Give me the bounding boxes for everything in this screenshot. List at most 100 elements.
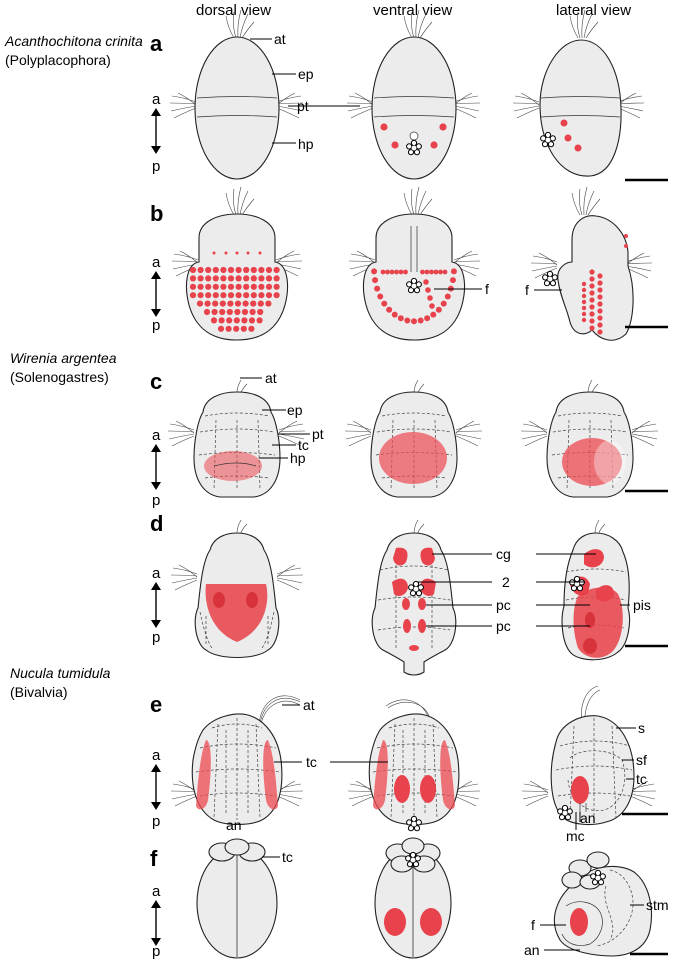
marker-dot xyxy=(377,293,384,300)
marker-dot xyxy=(589,311,595,317)
svg-text:a: a xyxy=(152,427,161,444)
svg-text:p: p xyxy=(152,629,160,646)
marker-dot xyxy=(589,325,595,331)
marker-dot xyxy=(589,269,595,275)
marker-dot xyxy=(243,266,250,274)
marker-dot xyxy=(257,300,264,307)
marker-dot xyxy=(597,329,603,335)
marker-dot xyxy=(250,266,257,274)
marker-dot xyxy=(197,283,204,290)
species-group-3: (Bivalvia) xyxy=(10,684,68,700)
marker-dot xyxy=(248,317,256,324)
marker-dot xyxy=(243,275,250,282)
larva-b-dorsal-dots xyxy=(189,251,280,332)
label-d-pis: pis xyxy=(633,597,651,613)
marker-dot xyxy=(273,275,280,282)
marker-dot xyxy=(227,283,235,290)
label-f-stm: stm xyxy=(646,897,669,913)
label-e-an2: an xyxy=(580,810,596,826)
larva-a-lateral xyxy=(512,9,645,177)
marker-dot xyxy=(210,317,218,324)
marker-dot xyxy=(196,300,204,307)
panel-letter-a: a xyxy=(150,31,163,56)
larva-d-ventral xyxy=(371,519,457,676)
label-c-hp: hp xyxy=(290,450,306,466)
marker-dot xyxy=(212,283,219,290)
marker-dot xyxy=(258,275,265,282)
marker-dot xyxy=(423,279,429,285)
svg-text:a: a xyxy=(152,883,161,900)
label-b-f: f xyxy=(485,281,489,297)
species-name-2: Wirenia argentea xyxy=(10,350,117,366)
marker-dot xyxy=(189,283,197,290)
label-a-hp: hp xyxy=(298,136,314,152)
marker-dot xyxy=(265,275,273,282)
marker-dot xyxy=(581,293,587,299)
larva-b-lateral-dots xyxy=(581,234,628,335)
marker-dot xyxy=(225,325,232,332)
svg-text:p: p xyxy=(152,317,160,334)
label-a-ep: ep xyxy=(298,66,314,82)
marker-dot xyxy=(589,318,595,324)
marker-dot xyxy=(212,275,219,282)
marker-dot xyxy=(233,325,240,332)
svg-text:a: a xyxy=(152,565,161,582)
marker-dot xyxy=(246,251,250,255)
marker-dot xyxy=(430,311,437,318)
larva-f-dorsal xyxy=(196,838,278,959)
marker-dot xyxy=(243,292,250,299)
label-e-mc: mc xyxy=(566,828,585,844)
panel-letter-b: b xyxy=(150,201,163,226)
marker-dot xyxy=(624,234,628,238)
marker-dot xyxy=(235,251,239,255)
marker-dot xyxy=(597,308,603,314)
marker-dot xyxy=(440,300,447,307)
label-a-at: at xyxy=(274,31,286,47)
marker-dot xyxy=(581,287,587,293)
marker-dot xyxy=(204,300,211,307)
marker-dot xyxy=(424,315,431,322)
species-group-2: (Solenogastres) xyxy=(10,369,109,385)
marker-dot xyxy=(219,300,226,307)
marker-dot xyxy=(449,277,456,284)
marker-dot xyxy=(250,292,257,299)
marker-dot xyxy=(386,306,393,313)
marker-dot xyxy=(442,269,448,275)
marker-dot xyxy=(265,266,273,274)
marker-dot xyxy=(597,315,603,321)
marker-dot xyxy=(417,317,424,324)
label-d-2: 2 xyxy=(502,574,510,590)
marker-dot xyxy=(212,292,219,299)
larva-f-lateral xyxy=(553,851,652,957)
larva-f-ventral xyxy=(374,837,452,959)
label-f-tc: tc xyxy=(282,849,293,865)
marker-dot xyxy=(220,283,227,290)
marker-dot xyxy=(220,266,227,274)
marker-dot xyxy=(234,308,241,316)
marker-dot xyxy=(589,283,595,289)
marker-dot xyxy=(241,317,248,324)
marker-dot xyxy=(242,300,249,307)
larva-a-dorsal xyxy=(169,9,304,180)
header-dorsal: dorsal view xyxy=(196,2,271,19)
svg-text:p: p xyxy=(152,492,160,509)
label-f-f: f xyxy=(531,917,535,933)
larva-b-dorsal xyxy=(171,186,303,341)
marker-dot xyxy=(256,317,263,324)
marker-dot xyxy=(265,300,272,307)
marker-dot xyxy=(258,292,265,299)
marker-dot xyxy=(597,280,603,286)
marker-dot xyxy=(250,283,257,290)
header-ventral: ventral view xyxy=(373,2,452,19)
marker-dot xyxy=(589,276,595,282)
marker-dot xyxy=(250,275,257,282)
label-e-an: an xyxy=(226,817,242,833)
marker-dot xyxy=(273,283,280,290)
marker-dot xyxy=(581,299,587,305)
axis-indicator-e: a p xyxy=(150,747,162,830)
marker-dot xyxy=(250,300,257,307)
label-e-at: at xyxy=(303,697,315,713)
label-a-pt: pt xyxy=(297,98,309,114)
marker-dot xyxy=(398,269,404,275)
marker-dot xyxy=(219,308,226,316)
